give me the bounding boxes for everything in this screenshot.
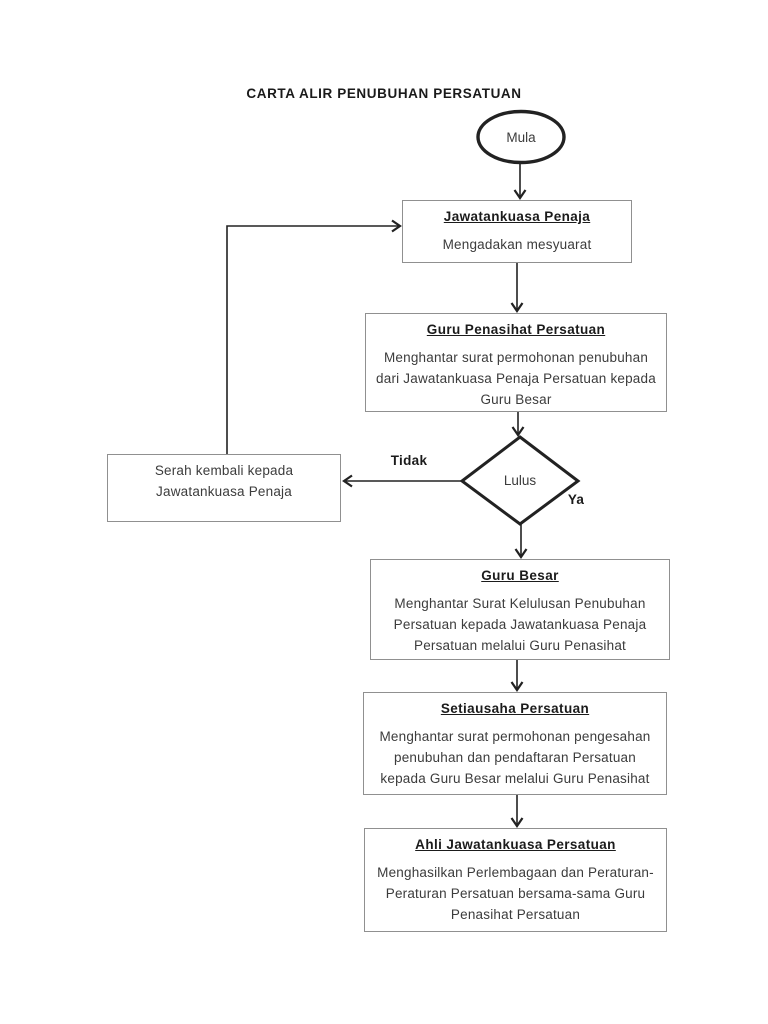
start-terminator-shape bbox=[476, 109, 566, 165]
node-jawatankuasa-penaja: Jawatankuasa Penaja Mengadakan mesyuarat bbox=[402, 200, 632, 263]
arrow-penaja-to-penasihat-head bbox=[510, 302, 524, 313]
start-label: Mula bbox=[506, 130, 536, 145]
node-title: Setiausaha Persatuan bbox=[440, 701, 590, 716]
node-serah-kembali: Serah kembali kepada Jawatankuasa Penaja bbox=[107, 454, 341, 522]
page-title: CARTA ALIR PENUBUHAN PERSATUAN bbox=[246, 86, 522, 101]
node-guru-penasihat: Guru Penasihat Persatuan Menghantar sura… bbox=[365, 313, 667, 412]
node-body: Mengadakan mesyuarat bbox=[442, 237, 592, 252]
arrow-decision-to-gurubesar-head bbox=[514, 548, 528, 559]
feedback-serah-to-penaja-line bbox=[226, 225, 398, 454]
arrow-gurubesar-to-setiausaha-head bbox=[510, 681, 524, 692]
feedback-serah-to-penaja-head bbox=[391, 219, 402, 233]
node-body: Menghantar surat permohonan pengesahan p… bbox=[379, 729, 651, 786]
arrow-decision-to-serah-head bbox=[342, 474, 353, 488]
node-body: Menghasilkan Perlembagaan dan Peraturan-… bbox=[377, 865, 654, 922]
branch-no-label: Tidak bbox=[390, 453, 428, 468]
node-body: Serah kembali kepada Jawatankuasa Penaja bbox=[154, 463, 294, 499]
decision-diamond-shape bbox=[459, 435, 581, 526]
arrow-start-to-penaja-head bbox=[513, 189, 527, 200]
node-setiausaha: Setiausaha Persatuan Menghantar surat pe… bbox=[363, 692, 667, 795]
node-title: Jawatankuasa Penaja bbox=[443, 209, 591, 224]
node-guru-besar: Guru Besar Menghantar Surat Kelulusan Pe… bbox=[370, 559, 670, 660]
branch-yes-label: Ya bbox=[567, 492, 585, 507]
node-title: Guru Besar bbox=[481, 568, 559, 583]
arrow-penasihat-to-decision-head bbox=[511, 426, 525, 437]
decision-label: Lulus bbox=[503, 473, 537, 488]
node-title: Ahli Jawatankuasa Persatuan bbox=[415, 837, 616, 852]
node-ahli-jawatankuasa: Ahli Jawatankuasa Persatuan Menghasilkan… bbox=[364, 828, 667, 932]
arrow-setiausaha-to-ahli-head bbox=[510, 817, 524, 828]
node-body: Menghantar Surat Kelulusan Penubuhan Per… bbox=[393, 596, 647, 653]
node-body: Menghantar surat permohonan penubuhan da… bbox=[376, 350, 656, 407]
node-title: Guru Penasihat Persatuan bbox=[426, 322, 606, 337]
